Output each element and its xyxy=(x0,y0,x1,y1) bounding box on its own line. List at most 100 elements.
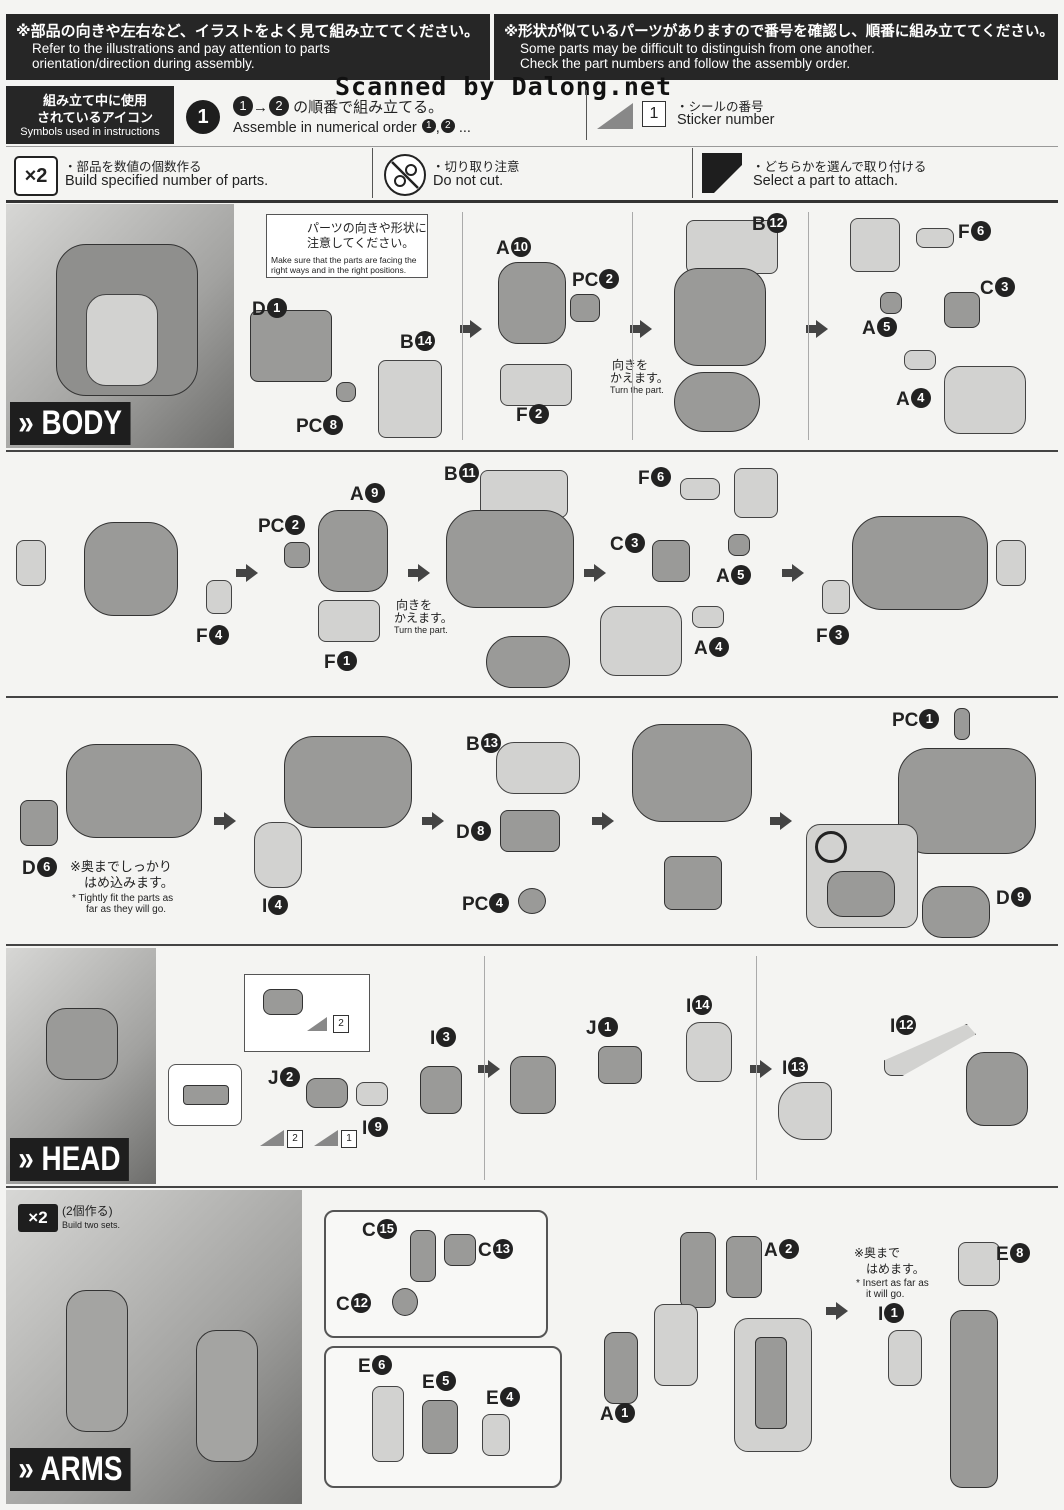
label-B13-num: 13 xyxy=(480,732,501,753)
next-step-arrow xyxy=(422,812,444,830)
select-jp: ・どちらかを選んで取り付ける xyxy=(752,160,927,174)
label-J2-letter: J xyxy=(268,1068,279,1089)
part-PC2-b xyxy=(284,542,310,568)
label-B12-letter: B xyxy=(752,214,766,235)
label-D6-letter: D xyxy=(22,858,36,879)
part-F1 xyxy=(318,600,380,642)
label-I4-num: 4 xyxy=(268,894,289,915)
warning-left-jp: ※部品の向きや左右など、イラストをよく見て組み立ててください。 xyxy=(16,23,480,40)
part-body-assembled-d xyxy=(632,724,752,822)
next-step-arrow xyxy=(782,564,804,582)
part-E5 xyxy=(422,1400,458,1454)
label-PC2-num: 2 xyxy=(599,268,620,289)
label-C15-letter: C xyxy=(362,1220,376,1241)
panel-divider xyxy=(808,212,809,440)
label-PC1-letter: PC xyxy=(892,710,919,731)
label-D9-num: 9 xyxy=(1010,886,1031,907)
part-PC2 xyxy=(570,294,600,322)
order-jp: の順番で組み立てる。 xyxy=(293,99,444,116)
symbols-title-en: Symbols used in instructions xyxy=(20,126,160,138)
orientation-note-box: パーツの向きや形状に 注意してください。 Make sure that the … xyxy=(266,214,428,278)
label-E4-letter: E xyxy=(486,1388,499,1409)
section-top-rule xyxy=(6,200,1058,203)
order-en-text: Assemble in numerical order xyxy=(233,120,417,136)
warning-right-jp: ※形状が似ているパーツがありますので番号を確認し、順番に組み立ててください。 xyxy=(504,24,1054,40)
nocut-en: Do not cut. xyxy=(433,173,504,189)
part-head-final xyxy=(966,1052,1028,1126)
label-C15-num: 15 xyxy=(376,1218,397,1239)
callout-detail-2 xyxy=(944,366,1026,434)
part-body-side xyxy=(16,540,46,586)
build-two-jp: (2個作る) xyxy=(62,1204,113,1218)
label-A2-num: 2 xyxy=(778,1238,799,1259)
part-collar xyxy=(664,856,722,910)
label-D1-letter: D xyxy=(252,299,266,320)
label-D6-num: 6 xyxy=(36,856,57,877)
legend-separator xyxy=(6,146,1058,147)
part-body-assembled-b xyxy=(66,744,202,838)
label-J2-num: 2 xyxy=(279,1066,300,1087)
order-en-circle-2: 2 xyxy=(440,119,455,134)
insert-jp-1: ※奥まで xyxy=(854,1246,901,1260)
label-I14-num: 14 xyxy=(692,994,713,1015)
times-jp: ・部品を数値の個数作る xyxy=(64,160,202,174)
legend-divider-3 xyxy=(692,148,693,198)
label-E8-num: 8 xyxy=(1009,1242,1030,1263)
label-A9-letter: A xyxy=(350,484,364,505)
section-tag-body: » BODY xyxy=(10,402,131,445)
label-D1-num: 1 xyxy=(266,297,287,318)
warning-right-en-2: Check the part numbers and follow the as… xyxy=(520,56,851,71)
label-PC2-b-letter: PC xyxy=(258,516,285,537)
label-PC8-num: 8 xyxy=(323,414,344,435)
label-A5-letter: A xyxy=(862,318,876,339)
part-body-base xyxy=(674,372,760,432)
label-I12-letter: I xyxy=(890,1016,896,1037)
label-E8-letter: E xyxy=(996,1244,1009,1265)
next-step-arrow xyxy=(806,320,828,338)
label-F1-letter: F xyxy=(324,652,336,673)
turn-note-2-jp-2: かえます。 xyxy=(394,611,453,625)
legend-divider-2 xyxy=(372,148,373,198)
next-step-arrow xyxy=(584,564,606,582)
select-en: Select a part to attach. xyxy=(753,173,899,189)
insert-en-2: it will go. xyxy=(866,1289,905,1300)
part-A5 xyxy=(880,292,902,314)
insert-jp-2: はめます。 xyxy=(866,1262,925,1276)
part-A1 xyxy=(604,1332,638,1404)
row-separator xyxy=(6,696,1058,698)
part-I3 xyxy=(420,1066,462,1114)
sticker-icon xyxy=(314,1130,338,1146)
orientation-en-2: right ways and in the right positions. xyxy=(271,265,407,275)
part-D9 xyxy=(922,886,990,938)
label-F2-letter: F xyxy=(516,405,528,426)
part-arm-mid xyxy=(654,1304,698,1386)
label-F3-letter: F xyxy=(816,626,828,647)
part-head-detail xyxy=(183,1085,229,1105)
label-J1-num: 1 xyxy=(597,1016,618,1037)
label-I13-letter: I xyxy=(782,1058,788,1079)
order-en-circle-1: 1 xyxy=(421,119,436,134)
part-E8 xyxy=(958,1242,1000,1286)
next-step-arrow xyxy=(460,320,482,338)
tight-jp-2: はめ込みます。 xyxy=(84,875,174,890)
sticker-en: Sticker number xyxy=(677,112,775,128)
label-F6-b-num: 6 xyxy=(650,466,671,487)
part-B13 xyxy=(496,742,580,794)
